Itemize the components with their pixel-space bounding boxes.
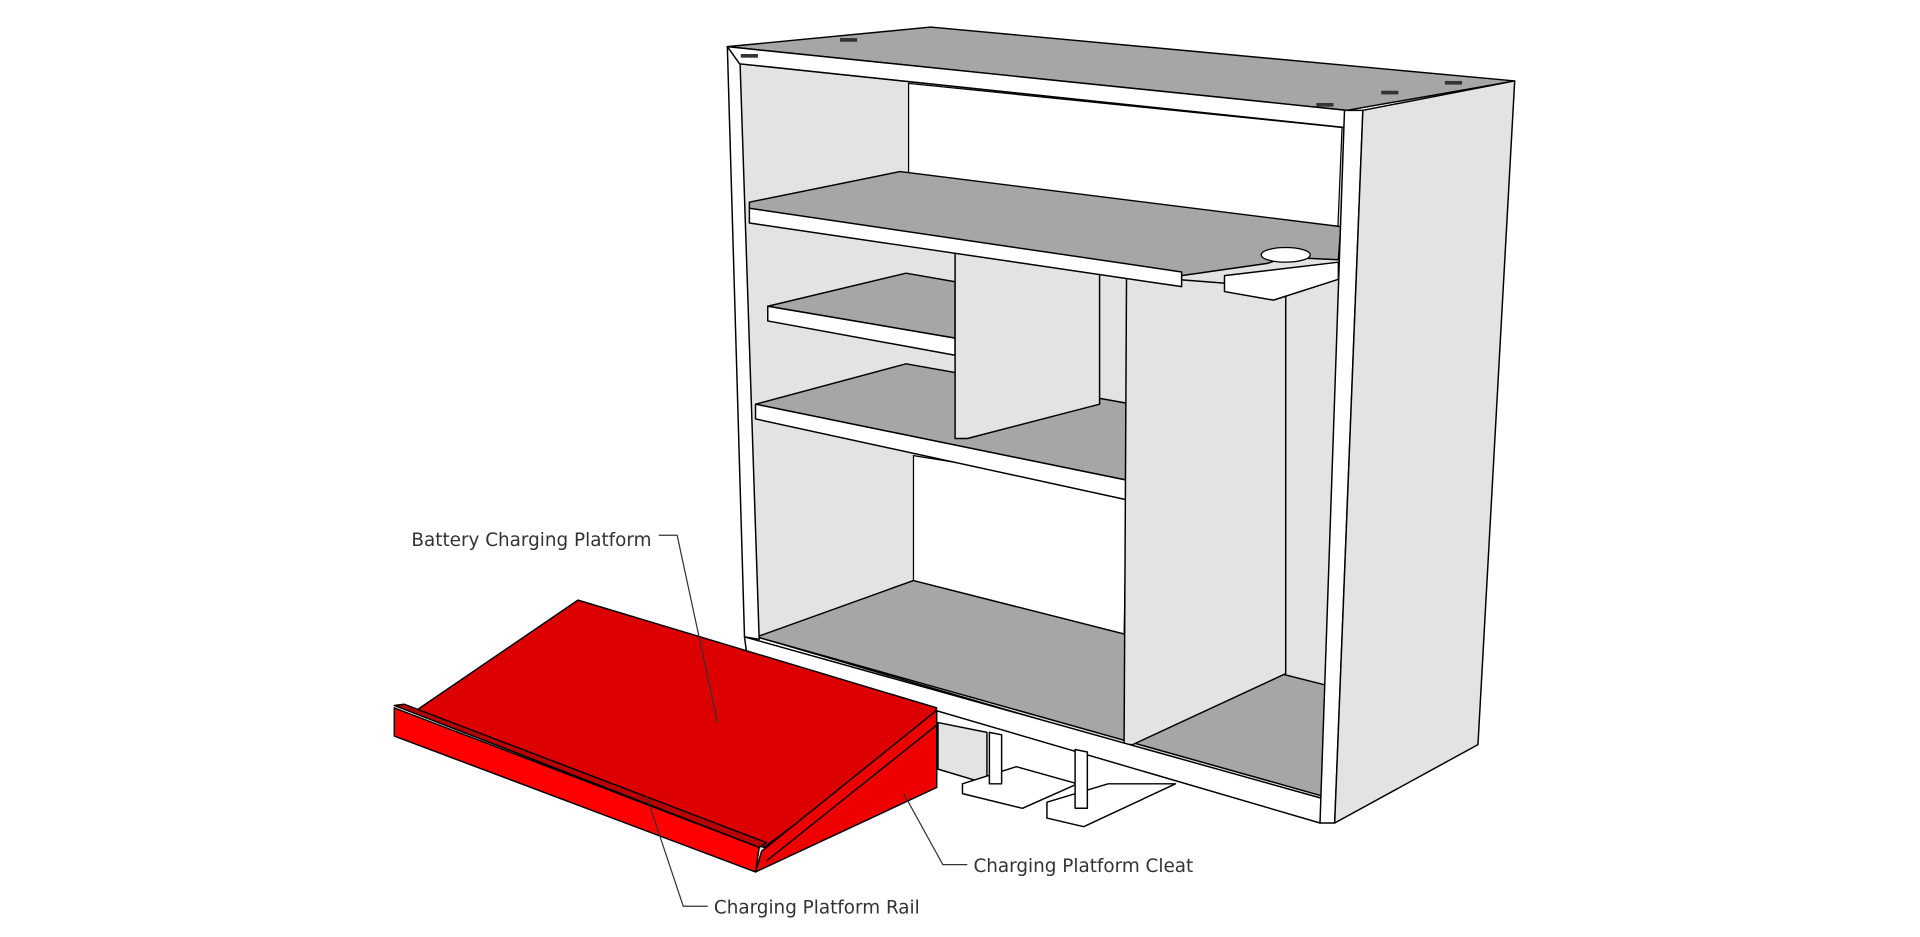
support-foot-2 xyxy=(1046,783,1177,828)
platform-leader xyxy=(658,534,719,723)
divider-upper xyxy=(954,244,1101,440)
right-side-panel xyxy=(1333,80,1516,824)
hardware-holes xyxy=(740,38,1463,107)
cleat-edge-line xyxy=(766,724,938,862)
label-charging-platform-rail: Charging Platform Rail xyxy=(714,898,920,919)
callouts: Battery Charging Platform Charging Platf… xyxy=(411,530,1193,918)
cleat-leader xyxy=(903,793,968,866)
shelf-cutout xyxy=(1260,246,1311,263)
platform-cleat-side xyxy=(754,709,938,873)
platform-rail-top xyxy=(393,703,768,849)
support-post-1 xyxy=(988,731,1003,785)
shelf-tab xyxy=(1223,261,1340,301)
label-battery-charging-platform: Battery Charging Platform xyxy=(411,530,651,551)
divider-tall xyxy=(1123,274,1287,746)
top-shelf-edge xyxy=(748,207,1183,288)
battery-charging-platform xyxy=(393,599,938,873)
cabinet xyxy=(726,26,1516,828)
support-post-2 xyxy=(1074,748,1089,810)
rail-leader xyxy=(645,795,708,907)
label-charging-platform-cleat: Charging Platform Cleat xyxy=(973,856,1193,877)
support-leg xyxy=(937,721,988,785)
